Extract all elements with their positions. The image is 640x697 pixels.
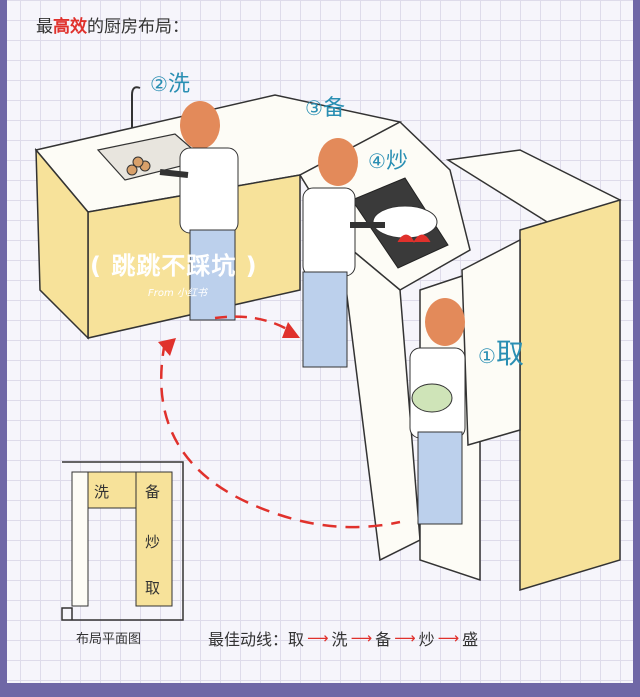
step-wash: ②洗: [150, 72, 190, 97]
flow-arrow-icon: ⟶: [350, 629, 373, 647]
flow-step: 炒: [418, 630, 435, 649]
step-fry: ④炒: [368, 149, 408, 174]
watermark: ( 跳跳不踩坑 ): [90, 252, 258, 280]
watermark-sub: From 小红书: [148, 288, 207, 299]
motion-arrow-right: [282, 322, 300, 338]
frame-right: [633, 0, 640, 697]
step-take: ①取: [478, 337, 524, 370]
flow-arrow-icon: ⟶: [307, 629, 329, 647]
faucet: [131, 86, 141, 128]
counter-front-prep: [339, 238, 421, 562]
frame-left: [0, 0, 7, 697]
plan-label-wash: 洗: [94, 483, 110, 501]
flow-step: 洗: [331, 630, 348, 649]
flow-step: 取: [288, 630, 305, 649]
counter-side-wash: [35, 147, 89, 340]
title-highlight: 高效: [53, 17, 87, 37]
motion-path-top: [214, 315, 293, 334]
title-suffix: 的厨房布局：: [87, 17, 189, 37]
fridge-door: [461, 238, 521, 446]
person-take: [409, 298, 466, 525]
floor-plan: [61, 461, 184, 621]
flow-label: 最佳动线：: [208, 630, 289, 649]
flow-arrow-icon: ⟶: [394, 629, 416, 647]
step-prep: ③备: [305, 96, 345, 121]
plan-label-prep: 备: [145, 483, 161, 501]
flow-arrow-icon: ⟶: [437, 629, 460, 647]
title-prefix: 最: [36, 17, 53, 37]
flow-step: 盛: [462, 630, 479, 649]
person-wash: [159, 101, 239, 321]
plan-label-fry: 炒: [145, 533, 161, 551]
best-flow: 最佳动线： 取 ⟶ 洗 ⟶ 备 ⟶ 炒 ⟶ 盛: [208, 626, 478, 650]
motion-path-arc: [160, 341, 401, 529]
frame-bottom: [0, 683, 640, 697]
plan-caption: 布局平面图: [76, 632, 142, 647]
flow-step: 备: [375, 630, 392, 649]
plan-label-take: 取: [145, 579, 161, 597]
page-title: 最高效的厨房布局：: [36, 12, 189, 37]
fridge-front: [519, 198, 621, 592]
person-prep: [302, 138, 385, 368]
motion-arrow-up: [158, 338, 176, 356]
